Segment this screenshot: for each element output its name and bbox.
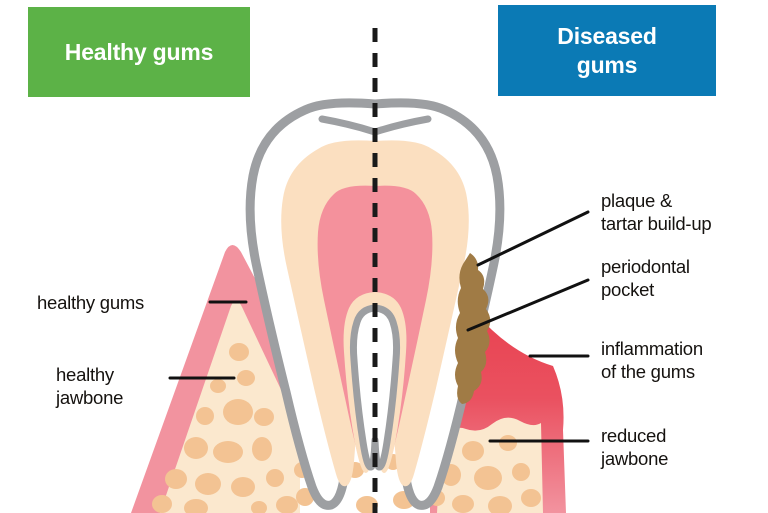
label-reduced-jawbone: reduced jawbone: [601, 425, 669, 470]
label-inflammation-of-the-gums: inflammation of the gums: [601, 338, 703, 383]
leader-line-plaque: [476, 210, 590, 267]
jawbone-spots-left: [152, 343, 314, 513]
label-healthy-gums: healthy gums: [37, 292, 145, 313]
leader-line-pocket: [466, 278, 590, 332]
banner-diseased-gums: Diseased gums: [498, 5, 716, 96]
banner-diseased-gums-label: Diseased gums: [557, 23, 657, 78]
label-healthy-jawbone: healthy jawbone: [56, 364, 124, 409]
banner-healthy-gums: Healthy gums: [28, 7, 250, 97]
label-periodontal-pocket: periodontal pocket: [601, 256, 690, 301]
label-plaque-tartar-buildup: plaque & tartar build-up: [601, 190, 712, 235]
leader-lines: [168, 210, 590, 443]
banner-healthy-gums-label: Healthy gums: [64, 38, 214, 65]
